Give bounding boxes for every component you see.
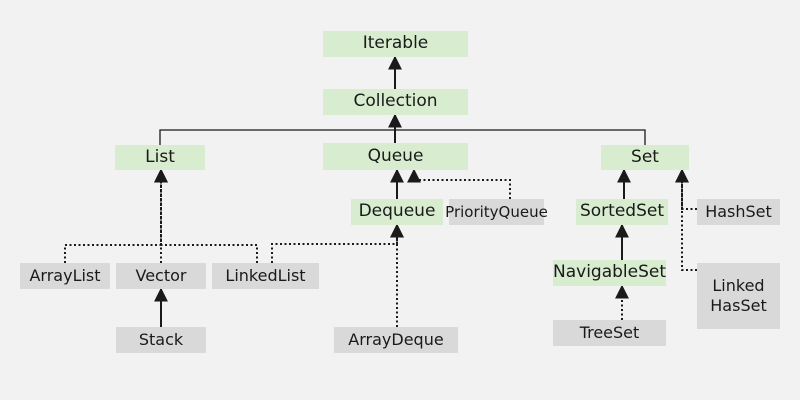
node-set: Set — [601, 145, 689, 170]
node-iterable: Iterable — [323, 31, 468, 57]
edge-set-to-collection — [390, 114, 646, 145]
node-array-list: ArrayList — [20, 263, 110, 289]
node-dequeue: Dequeue — [351, 199, 443, 225]
node-navigable-set: NavigableSet — [553, 260, 666, 286]
node-tree-set: TreeSet — [553, 320, 666, 346]
edge-linked-list-to-list — [154, 168, 258, 263]
node-queue: Queue — [323, 143, 468, 170]
node-vector: Vector — [116, 263, 206, 289]
node-stack: Stack — [116, 327, 206, 353]
node-priority-queue: PriorityQueue — [445, 199, 548, 225]
edge-array-list-to-list — [64, 168, 168, 263]
node-linked-list: LinkedList — [212, 263, 319, 289]
edge-hash-set-to-set — [675, 168, 697, 210]
node-hash-set: HashSet — [697, 199, 780, 225]
node-collection: Collection — [323, 89, 468, 115]
edge-linked-hash-set-to-set — [675, 168, 697, 271]
node-linked-hash-set: Linked HasSet — [697, 263, 780, 329]
edge-linked-list-to-dequeue — [271, 223, 404, 263]
edge-priority-queue-to-queue — [407, 168, 511, 199]
node-sorted-set: SortedSet — [576, 199, 668, 225]
edge-list-to-collection — [159, 114, 400, 145]
node-list: List — [115, 145, 205, 170]
node-array-deque: ArrayDeque — [334, 327, 458, 353]
